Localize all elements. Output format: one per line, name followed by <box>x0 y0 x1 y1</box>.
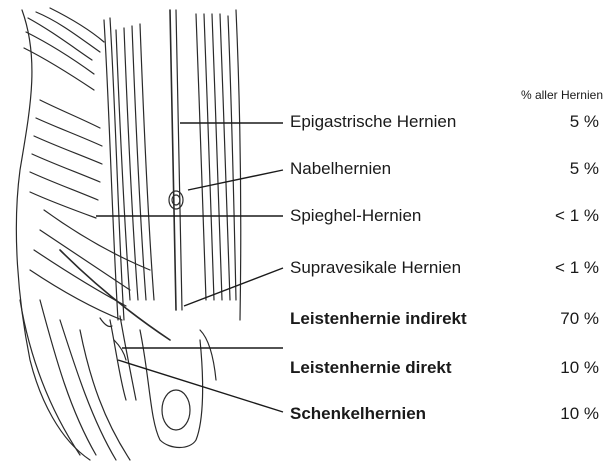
label-inguinal-direct: Leistenhernie direkt <box>290 358 452 378</box>
percent-femoral: 10 % <box>560 404 599 424</box>
label-femoral: Schenkelhernien <box>290 404 426 424</box>
percent-column-header: % aller Hernien <box>521 88 603 102</box>
label-inguinal-indirect: Leistenhernie indirekt <box>290 309 467 329</box>
label-supravesical: Supravesikale Hernien <box>290 258 461 278</box>
percent-inguinal-direct: 10 % <box>560 358 599 378</box>
label-spieghel: Spieghel-Hernien <box>290 206 421 226</box>
percent-umbilical: 5 % <box>570 159 599 179</box>
leader-line-femoral <box>118 360 283 412</box>
label-umbilical: Nabelhernien <box>290 159 391 179</box>
label-epigastric: Epigastrische Hernien <box>290 112 456 132</box>
percent-epigastric: 5 % <box>570 112 599 132</box>
leader-line-supravesical <box>184 268 283 306</box>
leader-lines <box>96 123 283 412</box>
percent-inguinal-indirect: 70 % <box>560 309 599 329</box>
percent-spieghel: < 1 % <box>555 206 599 226</box>
percent-supravesical: < 1 % <box>555 258 599 278</box>
